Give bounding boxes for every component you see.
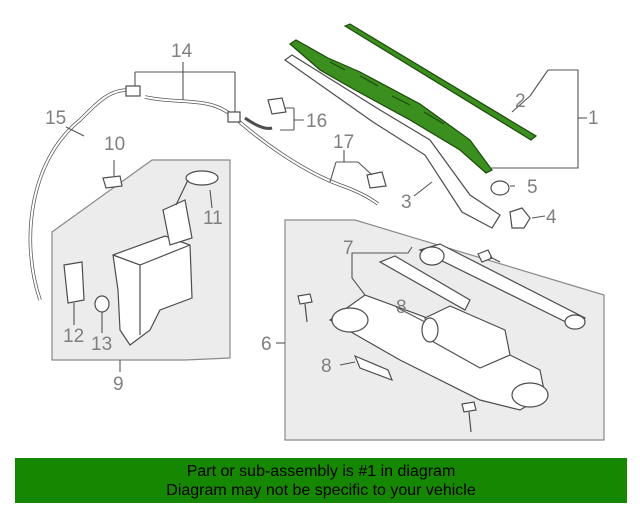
wiper-blade-assembly [289, 23, 538, 174]
callout-16: 16 [306, 111, 327, 132]
callout-4: 4 [546, 207, 557, 228]
washer-reservoir [112, 170, 219, 346]
washer-hose [28, 85, 380, 301]
callout-10: 10 [104, 134, 125, 155]
callout-2: 2 [515, 91, 526, 112]
hose-connector [227, 111, 241, 123]
parts-diagram: 1 2 3 4 5 6 7 8 8 9 10 11 12 13 14 15 16… [28, 23, 605, 441]
pivot-nut [509, 207, 531, 229]
callout-14: 14 [171, 41, 193, 62]
callout-5: 5 [527, 177, 538, 198]
callout-17: 17 [333, 132, 354, 153]
wiper-linkage [328, 243, 586, 411]
footer-line-2: Diagram may not be specific to your vehi… [166, 482, 476, 499]
callout-13: 13 [91, 334, 112, 355]
callout-leaders [65, 62, 587, 372]
footer-banner: Part or sub-assembly is #1 in diagram Di… [15, 458, 627, 503]
footer-line-1: Part or sub-assembly is #1 in diagram [186, 463, 456, 480]
hose-connector [125, 85, 141, 97]
callout-7: 7 [343, 238, 354, 259]
callout-15: 15 [45, 108, 66, 129]
mounting-bolt [297, 249, 501, 433]
washer-pump [63, 261, 85, 304]
wiper-arm [283, 54, 501, 229]
callout-12: 12 [63, 326, 84, 347]
wiper-blade-refill [343, 23, 538, 141]
pump-grommet [94, 295, 110, 313]
callout-1: 1 [588, 108, 599, 129]
callout-11: 11 [203, 208, 223, 229]
callout-8b: 8 [321, 356, 332, 377]
pivot-cap [490, 180, 510, 196]
callout-3: 3 [401, 192, 412, 213]
wiper-motor [421, 305, 511, 369]
wiper-blade [289, 39, 493, 174]
callout-8a: 8 [396, 297, 407, 318]
callout-9: 9 [113, 374, 124, 395]
callout-labels: 1 2 3 4 5 6 7 8 8 9 10 11 12 13 14 15 16… [45, 41, 599, 395]
hose-clip [102, 97, 387, 189]
callout-6: 6 [261, 334, 272, 355]
